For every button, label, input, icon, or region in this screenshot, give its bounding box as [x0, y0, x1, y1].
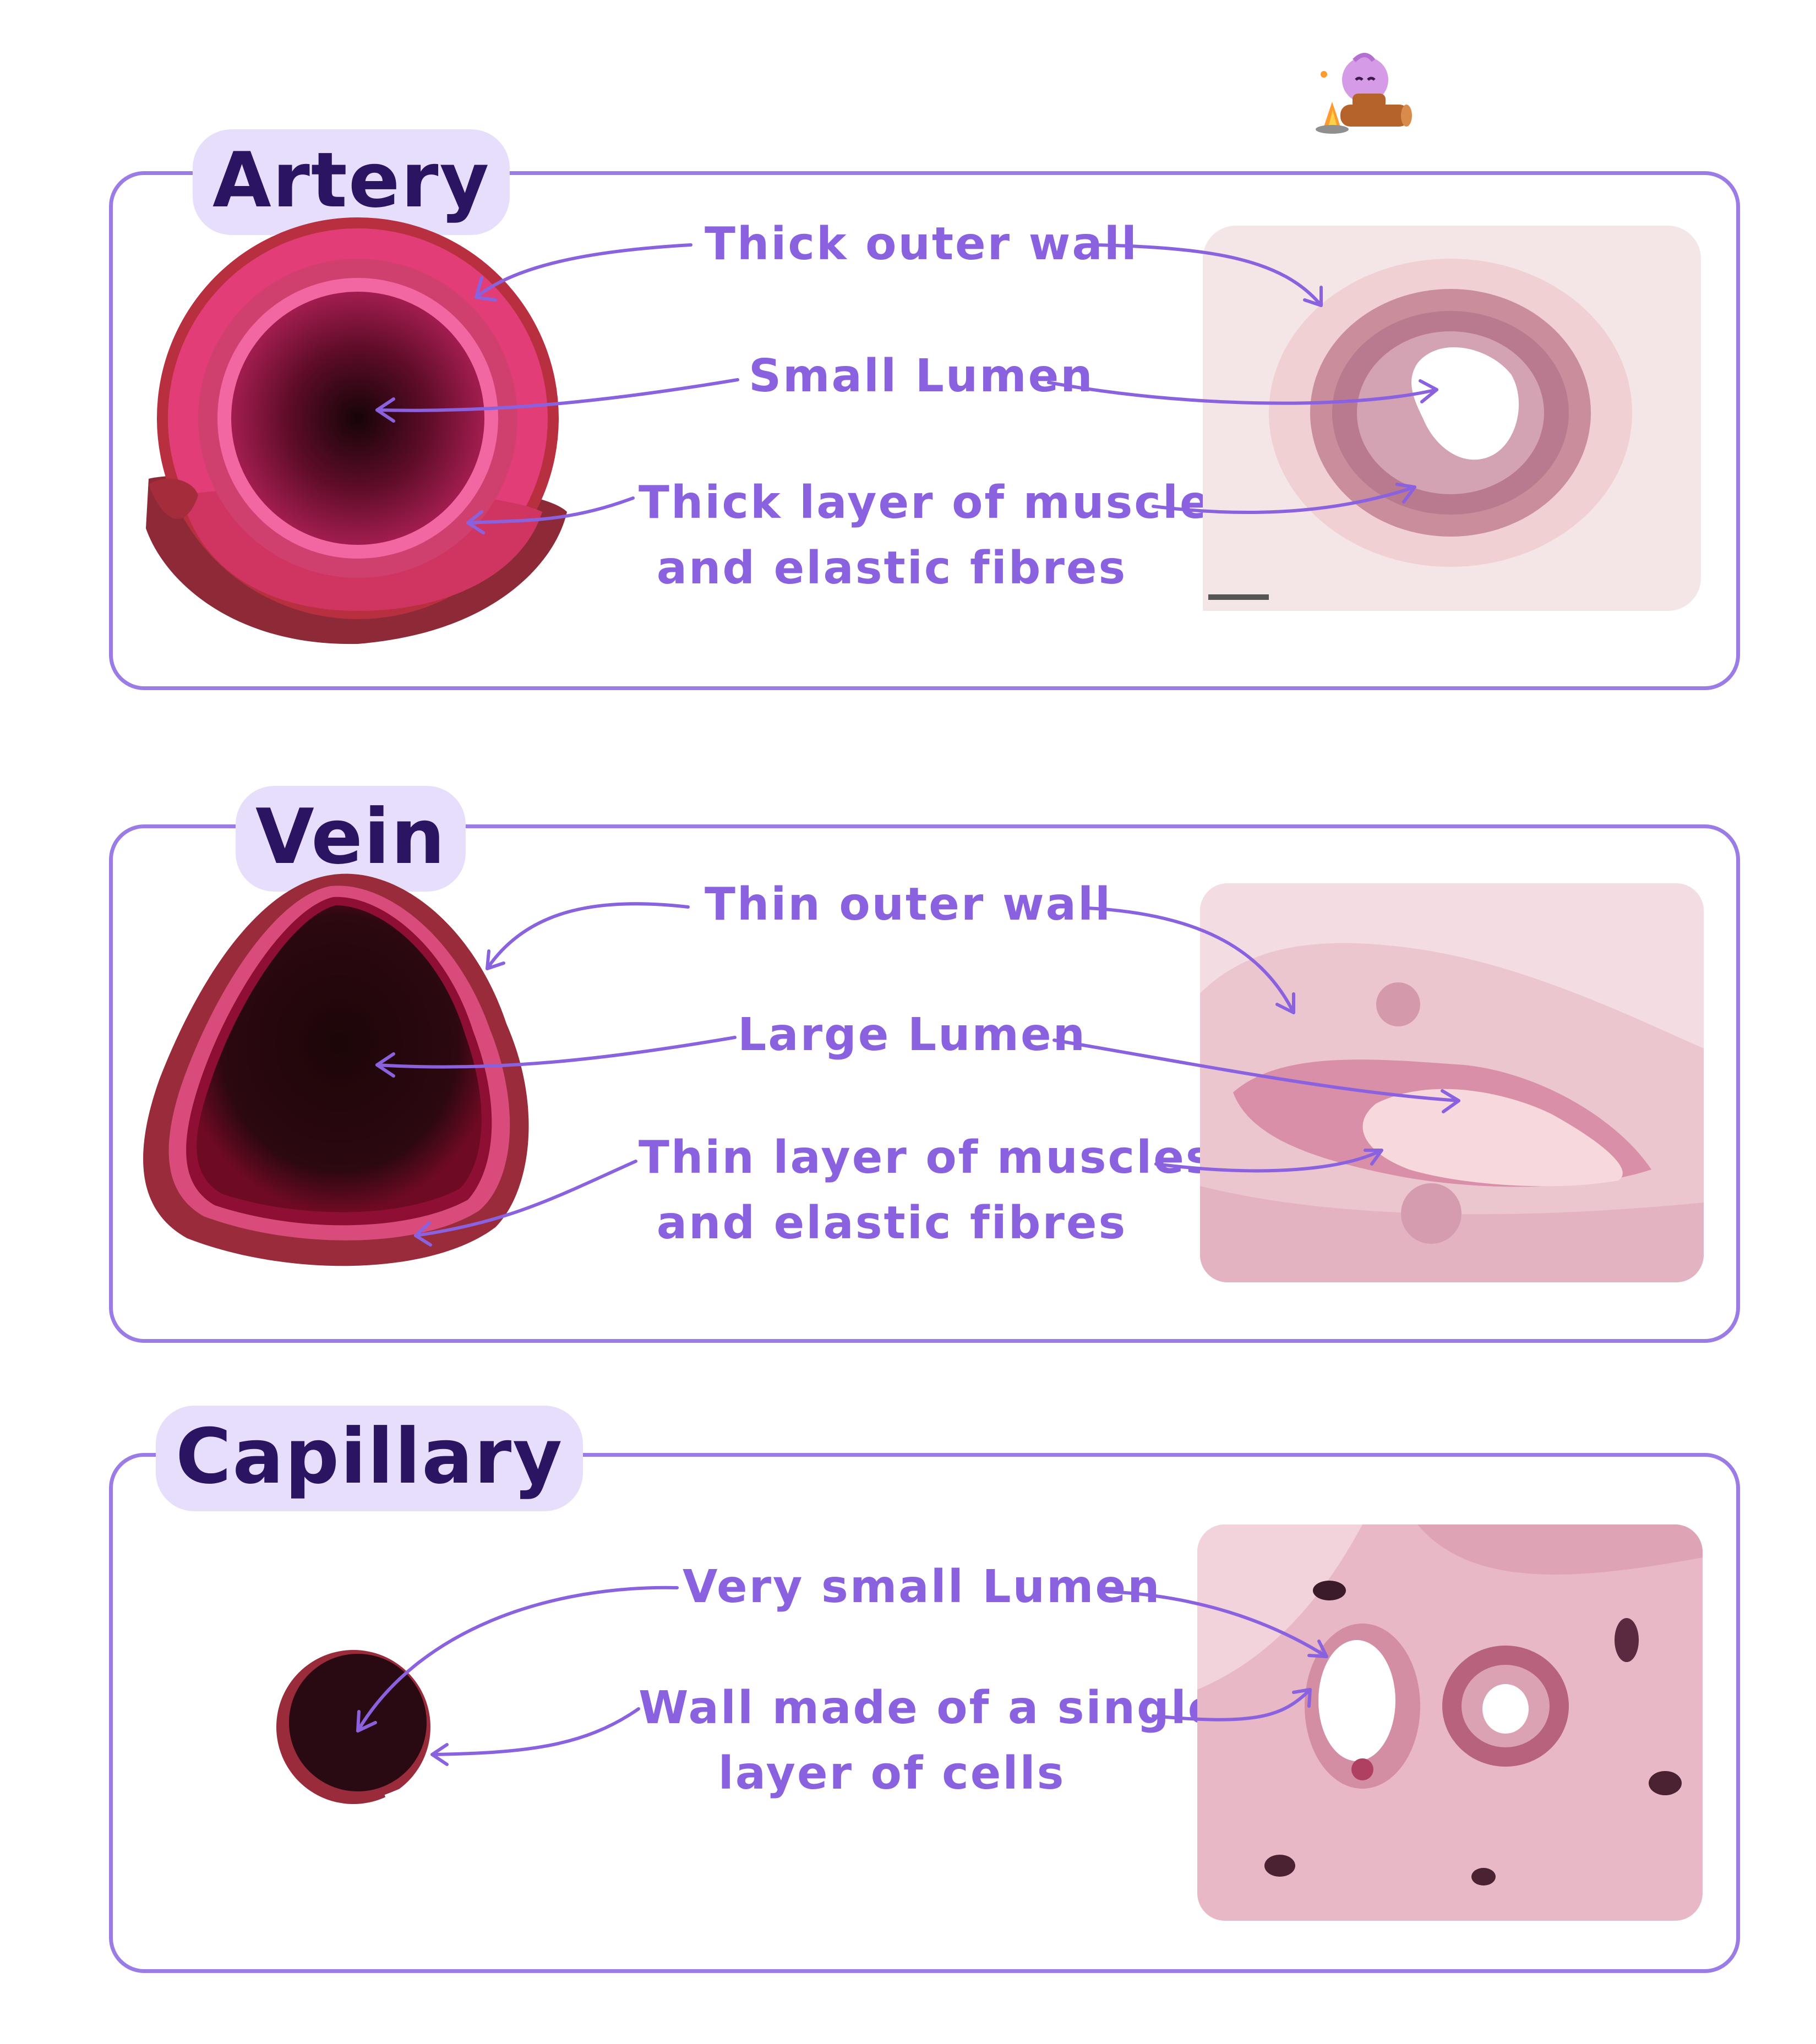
- artery-micrograph: [1203, 226, 1701, 611]
- capillary-micrograph: [1197, 1524, 1703, 1921]
- vein-micrograph: [1200, 883, 1704, 1282]
- vein-outer-wall-label: Thin outer wall: [705, 878, 1112, 931]
- vein-muscle-label-line2: and elastic fibres: [656, 1196, 1127, 1249]
- vein-title: Vein: [236, 786, 466, 892]
- vein-muscle-label: Thin layer of muscles and elastic fibres: [639, 1125, 1214, 1256]
- vein-lumen-label: Large Lumen: [738, 1009, 1087, 1061]
- capillary-wall-label: Wall made of a single layer of cells: [639, 1676, 1220, 1807]
- vein-muscle-label-line1: Thin layer of muscles: [639, 1132, 1214, 1184]
- capillary-title: Capillary: [156, 1406, 583, 1511]
- capillary-lumen-label: Very small Lumen: [683, 1561, 1161, 1613]
- capillary-wall-label-line1: Wall made of a single: [639, 1682, 1220, 1734]
- artery-lumen-label: Small Lumen: [749, 350, 1094, 402]
- artery-muscle-label: Thick layer of muscles and elastic fibre…: [639, 471, 1241, 602]
- capillary-wall-label-line2: layer of cells: [718, 1747, 1066, 1800]
- artery-outer-wall-label: Thick outer wall: [705, 218, 1138, 270]
- mascot-icon: [1302, 50, 1412, 138]
- artery-muscle-label-line2: and elastic fibres: [656, 542, 1127, 594]
- artery-title: Artery: [193, 129, 510, 235]
- artery-muscle-label-line1: Thick layer of muscles: [639, 477, 1241, 529]
